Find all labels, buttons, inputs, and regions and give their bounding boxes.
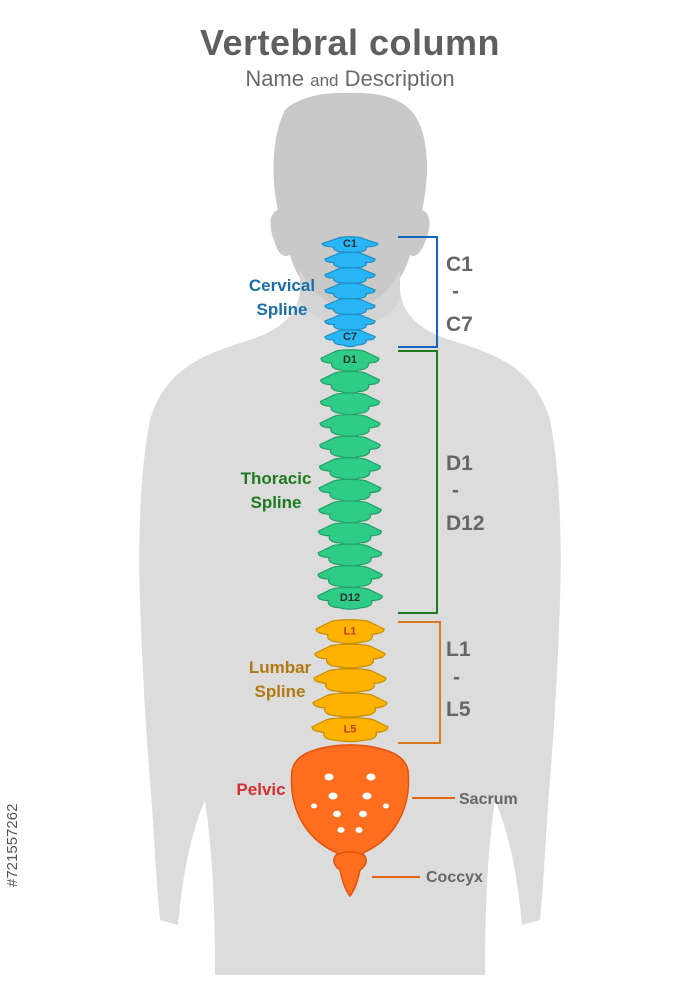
sacral-foramina (311, 773, 389, 833)
sacrum-group (290, 744, 410, 898)
stock-id-text: #721557262 (4, 803, 21, 887)
thoracic-vertebra-1-label: D1 (343, 354, 357, 366)
lumbar-vertebra-1-label: L1 (344, 625, 357, 637)
lumbar-vertebra-2 (314, 643, 386, 669)
sacral-foramen (355, 827, 363, 833)
lumbar-vertebra-2-shape (314, 643, 386, 669)
sacral-foramen (337, 827, 345, 833)
lumbar-vertebra-5: L5 (311, 717, 389, 743)
thoracic-bracket (398, 350, 438, 614)
thoracic-vertebra-11-shape (317, 565, 383, 589)
thoracic-vertebra-5 (319, 435, 381, 459)
thoracic-vertebra-6 (318, 457, 382, 481)
sacral-foramen (366, 773, 376, 781)
cervical-label-line1: Cervical (249, 276, 315, 295)
lumbar-vertebra-5-shape (311, 717, 389, 743)
thoracic-vertebra-8-shape (318, 500, 382, 524)
lumbar-vertebra-1: L1 (315, 619, 385, 645)
thoracic-vertebra-8 (318, 500, 382, 524)
sacral-foramen (328, 792, 338, 800)
thoracic-range-bottom: D12 (446, 512, 485, 535)
thoracic-vertebra-2 (320, 370, 380, 394)
thoracic-vertebra-12: D12 (317, 586, 383, 610)
pelvic-label: Pelvic (236, 780, 285, 799)
cervical-bracket (398, 236, 438, 348)
thoracic-vertebra-1-shape (320, 349, 380, 373)
subtitle-name: Name (245, 66, 304, 91)
thoracic-vertebra-9 (317, 521, 383, 545)
thoracic-label-line1: Thoracic (241, 469, 312, 488)
subtitle-and: and (310, 71, 339, 90)
neck-silhouette (300, 270, 400, 326)
thoracic-vertebra-3-shape (319, 392, 381, 416)
thoracic-vertebra-6-shape (318, 457, 382, 481)
thoracic-vertebra-4-shape (319, 413, 381, 437)
thoracic-vertebra-4 (319, 413, 381, 437)
cervical-vertebra-7: C7 (324, 329, 376, 348)
thoracic-vertebra-10 (317, 543, 383, 567)
lumbar-vertebra-3 (313, 668, 387, 694)
lumbar-label-line1: Lumbar (249, 658, 312, 677)
lumbar-vertebra-4-shape (312, 692, 388, 718)
thoracic-vertebra-9-shape (317, 521, 383, 545)
diagram-subtitle: Name and Description (0, 66, 700, 92)
thoracic-vertebra-7-shape (318, 478, 382, 502)
thoracic-vertebra-3 (319, 392, 381, 416)
lumbar-vertebra-4 (312, 692, 388, 718)
thoracic-label-line2: Spline (250, 493, 301, 512)
lumbar-vertebra-5-label: L5 (344, 723, 357, 735)
sacral-foramen (383, 803, 389, 809)
lumbar-range-dash: - (453, 666, 460, 689)
thoracic-vertebra-11 (317, 565, 383, 589)
coccyx-label: Coccyx (426, 869, 483, 886)
thoracic-vertebra-10-shape (317, 543, 383, 567)
cervical-vertebra-7-label: C7 (343, 331, 357, 343)
cervical-range-bottom: C7 (446, 313, 473, 336)
range-brackets (372, 236, 455, 878)
sacral-foramen (333, 810, 341, 818)
head-silhouette (270, 92, 430, 310)
thoracic-vertebra-2-shape (320, 370, 380, 394)
cervical-range-top: C1 (446, 253, 473, 276)
thoracic-vertebra-12-shape (317, 586, 383, 610)
thoracic-vertebra-12-label: D12 (340, 592, 360, 604)
lumbar-label-line2: Spline (254, 682, 305, 701)
subtitle-description: Description (344, 66, 455, 91)
sacrum-label: Sacrum (459, 791, 518, 808)
thoracic-range-top: D1 (446, 452, 473, 475)
sacral-foramen (362, 792, 372, 800)
cervical-vertebra-1-label: C1 (343, 238, 357, 250)
lumbar-bracket (398, 621, 441, 744)
lumbar-range-bottom: L5 (446, 698, 471, 721)
thoracic-range-dash: - (452, 479, 459, 502)
sacral-foramen (359, 810, 367, 818)
diagram-title: Vertebral column (199, 22, 501, 63)
cervical-label-line2: Spline (256, 300, 307, 319)
cervical-vertebra-1: C1 (321, 236, 379, 255)
sacral-foramen (311, 803, 317, 809)
sacral-foramen (324, 773, 334, 781)
thoracic-vertebra-7 (318, 478, 382, 502)
cervical-vertebra-7-shape (324, 329, 376, 348)
thoracic-vertebra-5-shape (319, 435, 381, 459)
lumbar-range-top: L1 (446, 638, 471, 661)
lumbar-vertebra-3-shape (313, 668, 387, 694)
lumbar-vertebra-1-shape (315, 619, 385, 645)
cervical-range-dash: - (452, 280, 459, 303)
coccyx-bone (333, 851, 367, 898)
thoracic-vertebra-1: D1 (320, 349, 380, 373)
